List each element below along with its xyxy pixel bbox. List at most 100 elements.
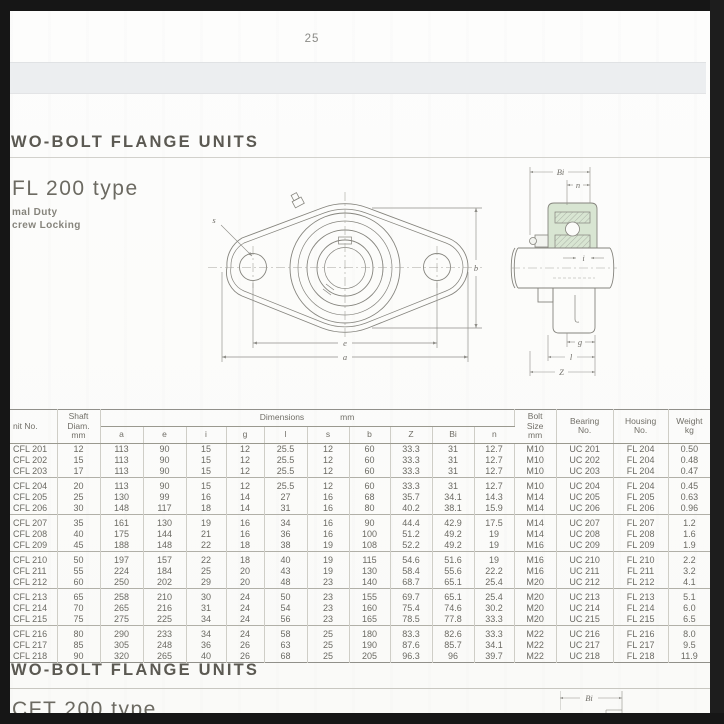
collar [534, 234, 549, 248]
cell-value: 21 [186, 528, 227, 540]
col-header-dim-b: b [349, 426, 391, 444]
cell-value: 250 [100, 576, 144, 588]
top-type-label: FL 200 type [12, 177, 139, 200]
cell-value: 148 [100, 502, 144, 514]
frag-dim-label-Bi: Bi [585, 693, 593, 703]
cell-value: 290 [100, 624, 144, 640]
cell-value: 2.2 [668, 550, 711, 566]
cell-value: 85 [57, 639, 101, 651]
cell-value: 24 [226, 587, 265, 603]
cell-unit-no: CFL 211 [10, 565, 58, 577]
dim-label-i: i [582, 253, 585, 263]
cell-value: 50 [57, 550, 101, 566]
cell-value: 48 [264, 576, 308, 588]
cell-value: 33.3 [390, 465, 433, 477]
cell-value: 74.6 [432, 602, 475, 614]
cell-value: 90 [349, 513, 391, 529]
col-header-dim-g: g [226, 426, 265, 444]
col-header-housing-no: Housing No. [613, 409, 669, 444]
cell-value: 320 [100, 650, 144, 662]
cell-value: 19 [474, 539, 515, 551]
cell-value: 54 [264, 602, 308, 614]
cell-value: 16 [226, 528, 265, 540]
cell-value: 140 [349, 576, 391, 588]
cell-value: M22 [514, 650, 557, 662]
cell-value: 15 [57, 454, 101, 466]
cell-value: M10 [514, 443, 557, 455]
cell-value: 113 [100, 465, 144, 477]
cell-value: 0.50 [680, 443, 699, 454]
col-header-weight: Weight kg [668, 409, 711, 444]
cell-value: 70 [57, 602, 101, 614]
bearing-inner-race [554, 234, 591, 249]
cell-value: 8.0 [668, 624, 711, 640]
cell-value: 60 [349, 443, 391, 455]
cell-value: 31 [432, 465, 475, 477]
cell-value: UC 212 [556, 576, 614, 588]
cell-value: 90 [143, 443, 187, 455]
cell-value: 35 [57, 513, 101, 529]
cell-value: 15.9 [474, 502, 515, 514]
cell-value: 12 [226, 465, 265, 477]
cell-value: 25.5 [264, 465, 308, 477]
cell-value: UC 217 [556, 639, 614, 651]
cell-value: 224 [100, 565, 144, 577]
dimensions-label: Dimensions [259, 412, 305, 423]
cell-value: 17.5 [474, 513, 515, 529]
cell-value: 55 [57, 565, 101, 577]
s-leader-line [220, 224, 253, 257]
dim-label-g: g [578, 337, 582, 347]
cell-value: 90 [143, 476, 187, 492]
cell-value: 75 [57, 613, 101, 625]
cell-value: 23 [307, 576, 350, 588]
cell-unit-no: CFL 212 [10, 576, 58, 588]
cell-value: 26 [226, 639, 265, 651]
top-section-rule [10, 157, 710, 158]
cell-value: 34 [186, 613, 227, 625]
next-drawing-fragment: Bi [560, 691, 623, 714]
cell-value: FL 218 [613, 650, 669, 662]
cell-value: 4.1 [683, 576, 696, 587]
cell-value: 38 [264, 539, 308, 551]
cell-value: FL 204 [613, 476, 669, 492]
cell-value: 216 [143, 602, 187, 614]
cell-value: M20 [514, 602, 557, 614]
dim-label-Bi: Bi [557, 167, 565, 177]
dimensions-unit: mm [340, 412, 355, 423]
flange-outline [226, 203, 469, 333]
cell-value: 12.7 [474, 465, 515, 477]
col-header-bearing-no: Bearing No. [556, 409, 614, 444]
spec-table-header: nit No. Shaft Diam. mm Dimensions mm Bol… [10, 409, 711, 444]
cell-value: 1.9 [683, 539, 696, 550]
cell-value: FL 215 [613, 613, 669, 625]
cell-value: 15 [186, 476, 227, 492]
cell-value: 68.7 [390, 576, 433, 588]
cell-value: M14 [514, 502, 557, 514]
cell-value: 75.4 [390, 602, 433, 614]
cell-value: 18 [226, 539, 265, 551]
cell-value: 40 [264, 550, 308, 566]
col-header-dim-s: s [307, 426, 350, 444]
cell-value: M14 [514, 513, 557, 529]
cell-value: 24 [226, 613, 265, 625]
cell-value: 27 [264, 491, 308, 503]
cell-value: 31 [432, 454, 475, 466]
cell-value: 12.7 [474, 454, 515, 466]
cell-value: FL 204 [613, 465, 669, 477]
cell-value: FL 207 [613, 513, 669, 529]
cell-value: 15 [186, 454, 227, 466]
cell-value: 20 [226, 565, 265, 577]
cell-value: 6.0 [683, 602, 696, 613]
cell-value: 34 [186, 624, 227, 640]
cell-value: 68 [349, 491, 391, 503]
cell-unit-no: CFL 207 [10, 513, 58, 529]
